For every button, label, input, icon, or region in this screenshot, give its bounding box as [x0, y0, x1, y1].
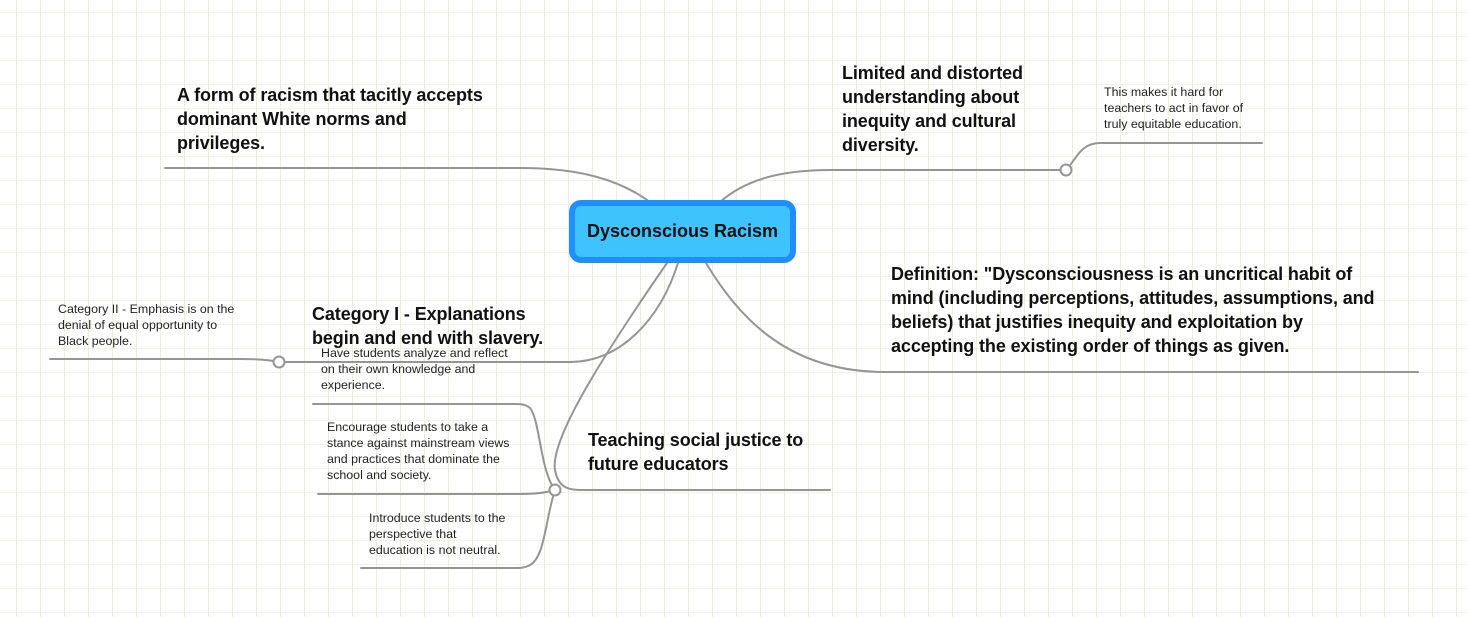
subtopic-line: education is not neutral.: [369, 543, 501, 557]
topic-line: future educators: [588, 454, 729, 474]
topic-line: Category I - Explanations: [312, 304, 526, 324]
topic-line: Limited and distorted: [842, 63, 1023, 83]
topic-line: diversity.: [842, 135, 919, 155]
subtopic-encourage-stance[interactable]: Encourage students to take a stance agai…: [327, 419, 527, 483]
subtopic-line: Category II - Emphasis is on the: [58, 302, 235, 316]
collapse-knob-category-1[interactable]: [272, 355, 286, 369]
topic-line: mind (including perceptions, attitudes, …: [891, 288, 1375, 308]
topic-line: privileges.: [177, 133, 265, 153]
topic-definition[interactable]: Definition: "Dysconsciousness is an uncr…: [891, 262, 1411, 358]
subtopic-line: Have students analyze and reflect: [321, 346, 508, 360]
topic-teaching-social-justice[interactable]: Teaching social justice to future educat…: [588, 428, 828, 476]
subtopic-not-neutral[interactable]: Introduce students to the perspective th…: [369, 510, 529, 558]
subtopic-line: truly equitable education.: [1104, 117, 1242, 131]
topic-line: understanding about: [842, 87, 1020, 107]
subtopic-line: Black people.: [58, 334, 133, 348]
collapse-knob-limited[interactable]: [1059, 163, 1073, 177]
subtopic-line: on their own knowledge and: [321, 362, 476, 376]
collapse-knob-teaching[interactable]: [548, 483, 562, 497]
subtopic-line: experience.: [321, 378, 386, 392]
topic-line: A form of racism that tacitly accepts: [177, 85, 483, 105]
topic-limited-understanding[interactable]: Limited and distorted understanding abou…: [842, 61, 1062, 157]
topic-line: dominant White norms and: [177, 109, 407, 129]
topic-line: begin and end with slavery.: [312, 328, 544, 348]
topic-line: Teaching social justice to: [588, 430, 804, 450]
subtopic-analyze-reflect[interactable]: Have students analyze and reflect on the…: [321, 345, 531, 393]
subtopic-category-2[interactable]: Category II - Emphasis is on the denial …: [58, 301, 268, 349]
topic-line: accepting the existing order of things a…: [891, 336, 1290, 356]
subtopic-line: perspective that: [369, 527, 457, 541]
subtopic-line: stance against mainstream views: [327, 436, 510, 450]
subtopic-line: denial of equal opportunity to: [58, 318, 218, 332]
central-topic-label: Dysconscious Racism: [586, 221, 779, 241]
subtopic-line: teachers to act in favor of: [1104, 101, 1244, 115]
central-topic[interactable]: Dysconscious Racism: [569, 200, 796, 263]
subtopic-line: Encourage students to take a: [327, 420, 489, 434]
subtopic-line: school and society.: [327, 468, 432, 482]
topic-line: inequity and cultural: [842, 111, 1016, 131]
subtopic-line: Introduce students to the: [369, 511, 506, 525]
connector-limited-sub: [1065, 142, 1263, 171]
subtopic-hard-for-teachers[interactable]: This makes it hard for teachers to act i…: [1104, 84, 1274, 132]
connector-limited-understanding: [719, 169, 1067, 203]
subtopic-line: and practices that dominate the: [327, 452, 500, 466]
connector-sub-encourage: [317, 489, 556, 495]
connector-category-2: [49, 358, 280, 363]
connector-racism-form: [164, 167, 651, 203]
topic-line: Definition: "Dysconsciousness is an uncr…: [891, 264, 1353, 284]
topic-racism-form[interactable]: A form of racism that tacitly accepts do…: [177, 83, 517, 155]
subtopic-line: This makes it hard for: [1104, 85, 1224, 99]
topic-line: beliefs) that justifies inequity and exp…: [891, 312, 1303, 332]
topic-category-1[interactable]: Category I - Explanations begin and end …: [312, 302, 572, 350]
